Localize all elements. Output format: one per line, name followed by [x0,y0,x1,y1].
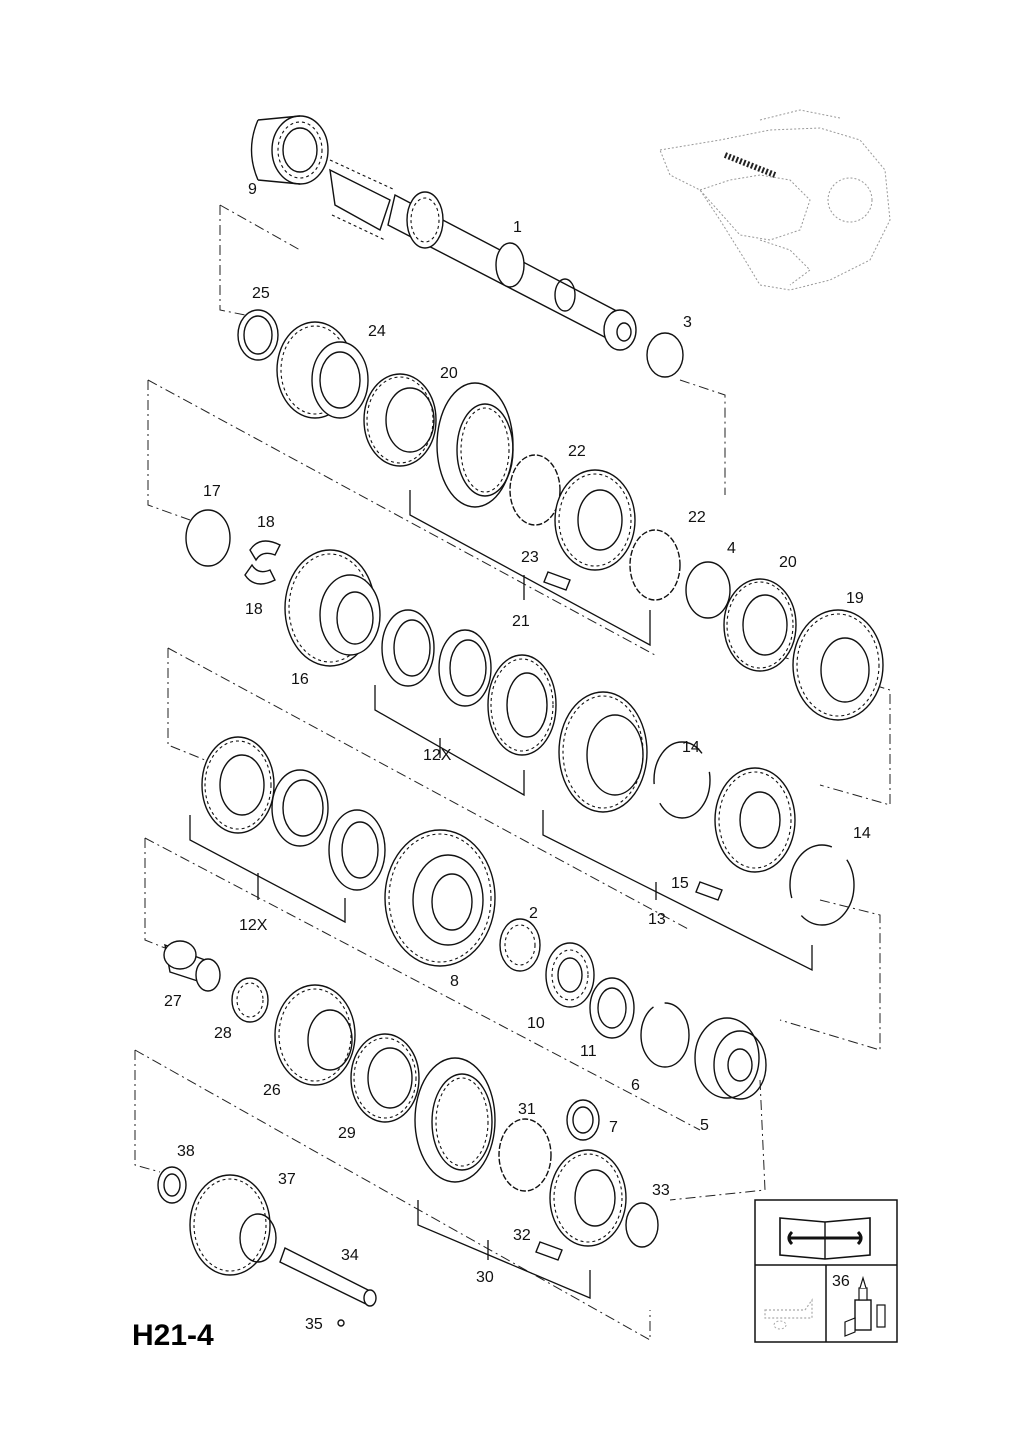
callout-1: 1 [513,219,522,236]
sealant-tube-icon [844,1275,886,1337]
part-4-ring [685,561,731,619]
diagram-code: H21-4 [132,1319,214,1352]
part-29-synchro-ring [350,1033,420,1123]
part-10-thrust-bearing [545,942,595,1008]
part-1-main-shaft [329,159,637,351]
part-12x-synchro-upper [381,609,557,756]
callout-33: 33 [652,1182,670,1199]
legend-box [754,1199,898,1343]
part-20-synchro-ring-2 [723,578,797,672]
callout-12x-b: 12X [239,917,268,934]
part-32-key [535,1241,563,1261]
callout-16: 16 [291,671,309,688]
callout-23: 23 [521,549,539,566]
callout-12x-a: 12X [423,747,452,764]
part-30-sleeve [414,1057,496,1183]
callout-28: 28 [214,1025,232,1042]
part-18-half-bearing [244,540,281,585]
callout-3: 3 [683,314,692,331]
part-16-gear [284,549,381,667]
callout-11: 11 [580,1043,597,1060]
callout-10: 10 [527,1015,545,1032]
group-brackets [189,490,813,1299]
part-21-sleeve [436,382,514,508]
callout-24: 24 [368,323,386,340]
callout-22-b: 22 [688,509,706,526]
callout-4: 4 [727,540,736,557]
callout-8: 8 [450,973,459,990]
callout-37: 37 [278,1171,296,1188]
part-34-reverse-shaft [279,1247,377,1307]
callout-29: 29 [338,1125,356,1142]
book-wrench-icon [779,1217,871,1260]
callout-27: 27 [164,993,182,1010]
callout-30: 30 [476,1269,494,1286]
oil-can-icon [764,1298,813,1330]
part-28-needle-bearing [231,977,269,1023]
part-25-ring [237,309,279,361]
part-9-needle-bearing [250,115,329,185]
callout-7: 7 [609,1119,618,1136]
callout-32: 32 [513,1227,531,1244]
callout-19: 19 [846,590,864,607]
part-38-washer [157,1166,187,1204]
callout-34: 34 [341,1247,359,1264]
callout-36: 36 [832,1273,850,1290]
callout-labels: 9 1 25 24 3 20 22 17 18 22 4 23 20 19 18… [164,181,871,1333]
callout-38: 38 [177,1143,195,1160]
part-30-hub [549,1149,627,1247]
callout-25: 25 [252,285,270,302]
part-24-gear [276,321,369,419]
part-11-washer [589,977,635,1039]
callout-18-a: 18 [257,514,275,531]
part-23-key [543,571,571,591]
callout-9: 9 [248,181,257,198]
part-3-snap-ring [646,332,684,378]
callout-5: 5 [700,1117,709,1134]
part-6-snap-ring [640,1002,690,1068]
part-22-spring [509,454,561,526]
callout-6: 6 [631,1077,640,1094]
callout-18-b: 18 [245,601,263,618]
part-20-synchro-ring [363,373,437,467]
callout-20-a: 20 [440,365,458,382]
callout-15: 15 [671,875,689,892]
callout-22-a: 22 [568,443,586,460]
part-22-spring-2 [629,529,681,601]
callout-21: 21 [512,613,530,630]
callout-17: 17 [203,483,221,500]
part-27-sleeve [163,940,221,992]
part-13-synchro-assembly [558,691,855,926]
part-12x-synchro-lower [201,736,386,891]
part-37-reverse-gear [189,1174,277,1276]
part-31-spring [498,1118,552,1192]
callout-14-a: 14 [682,739,700,756]
callout-26: 26 [263,1082,281,1099]
callout-31: 31 [518,1101,536,1118]
part-21-hub [554,469,636,571]
callout-2: 2 [529,905,538,922]
callout-14-b: 14 [853,825,871,842]
part-17-ring [185,509,231,567]
part-35-ball [337,1319,345,1327]
callout-35: 35 [305,1316,323,1333]
part-33-snap-ring [625,1202,659,1248]
part-2-needle-bearing [499,918,541,972]
part-19-gear [792,609,884,721]
part-8-gear [384,829,496,967]
part-26-gear [274,984,356,1086]
transmission-locator-icon [659,109,891,291]
part-7-ring [566,1099,600,1141]
part-5-ball-bearing [694,1017,767,1100]
callout-13: 13 [648,911,666,928]
callout-20-b: 20 [779,554,797,571]
